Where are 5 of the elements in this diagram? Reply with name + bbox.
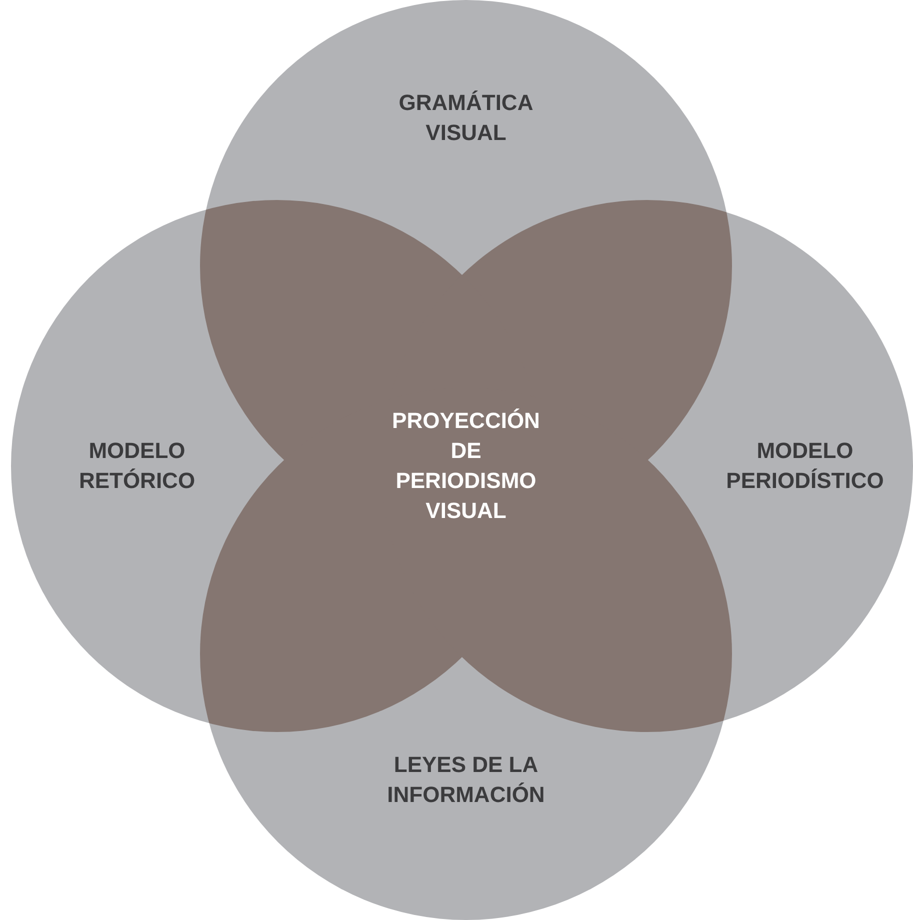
overlap-label: PROYECCIÓN DE PERIODISMO VISUAL: [391, 406, 541, 526]
circle-label: MODELO PERIODÍSTICO: [705, 436, 905, 496]
circle-label: LEYES DE LA INFORMACIÓN: [366, 750, 566, 810]
circle-label: MODELO RETÓRICO: [42, 436, 232, 496]
circle-label: GRAMÁTICA VISUAL: [371, 88, 561, 148]
